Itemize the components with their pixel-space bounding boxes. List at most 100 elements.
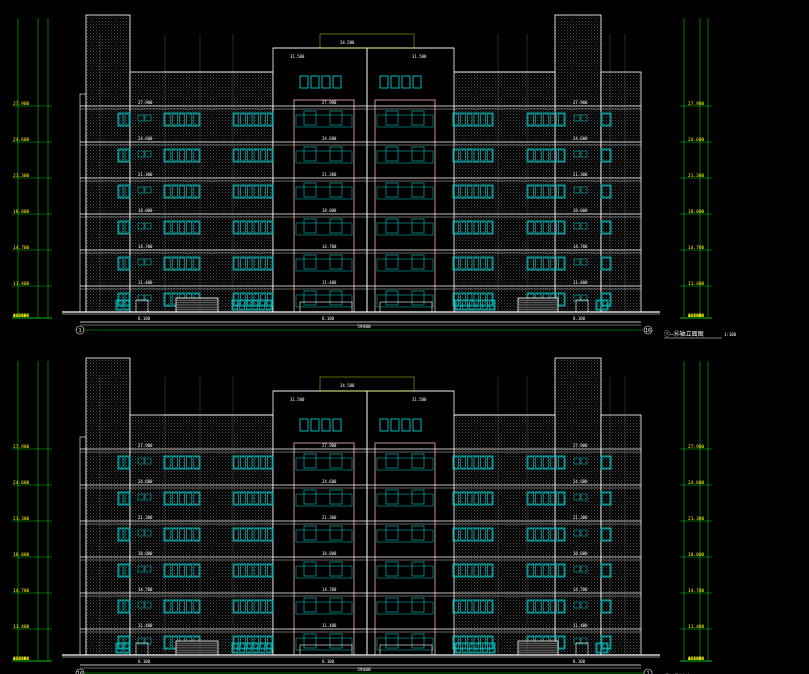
- window-pane: [266, 300, 272, 310]
- floor-elevation-mark: 14.700: [138, 244, 153, 249]
- railing: [295, 529, 353, 543]
- window-band: [452, 599, 494, 614]
- stair-top-window: [321, 418, 331, 432]
- window-pane: [260, 564, 266, 577]
- window-pane: [246, 643, 252, 653]
- stair-window: [303, 633, 317, 649]
- vent-window: [137, 114, 145, 122]
- window-pane: [480, 293, 486, 306]
- level-label-left: 14.700: [13, 245, 30, 251]
- stair-top-window: [379, 75, 389, 89]
- window-pane: [558, 113, 565, 126]
- window-pane: [118, 564, 124, 577]
- window-pane: [240, 149, 246, 162]
- window-pane: [233, 149, 239, 162]
- floor-elevation-mark: 8.100: [573, 659, 586, 664]
- stair-top-window: [310, 75, 320, 89]
- window-pane: [260, 149, 266, 162]
- window-pane: [253, 257, 259, 270]
- stair-window: [303, 146, 317, 162]
- railing: [376, 565, 434, 579]
- floor-elevation-mark: 11.400: [138, 623, 153, 628]
- window-band: [115, 642, 131, 654]
- level-label-right: -0.150: [688, 656, 705, 662]
- window-pane: [480, 113, 486, 126]
- window-pane: [240, 564, 246, 577]
- dimension-chain-right: [683, 18, 709, 318]
- level-label-left: 8.100: [13, 656, 27, 662]
- window-pane: [260, 293, 266, 306]
- floor-elevation-mark: 14.700: [322, 244, 337, 249]
- level-label-left: 21.300: [13, 173, 30, 179]
- roof-callout: [319, 33, 415, 49]
- window-frame: [454, 642, 496, 654]
- window-pane: [460, 528, 466, 541]
- floor-elevation-mark: 24.600: [573, 136, 588, 141]
- stair-window: [411, 218, 425, 234]
- window-pane: [267, 185, 273, 198]
- floor-elevation-mark: 11.400: [573, 623, 588, 628]
- stair-window: [385, 561, 399, 577]
- window-frame: [117, 563, 131, 578]
- window-pane: [267, 600, 273, 613]
- window-band: [452, 148, 494, 163]
- window-pane: [527, 257, 534, 270]
- end-tower-left: [85, 14, 131, 313]
- window-pane: [558, 564, 565, 577]
- railing: [376, 114, 434, 128]
- wing-left: [129, 71, 274, 313]
- window-frame: [595, 299, 609, 311]
- stair-window: [411, 146, 425, 162]
- level-label-right: 8.100: [688, 656, 702, 662]
- level-label-left: 27.900: [13, 101, 30, 107]
- window-band: [452, 112, 494, 127]
- wing-right: [452, 71, 556, 313]
- window-pane: [118, 636, 124, 649]
- window-pane: [123, 300, 130, 310]
- window-pane: [480, 456, 486, 469]
- window-band: [454, 642, 496, 654]
- window-pane: [247, 636, 253, 649]
- window-pane: [247, 600, 253, 613]
- window-pane: [171, 456, 178, 469]
- stair-window: [329, 110, 343, 126]
- window-frame: [600, 455, 612, 470]
- level-label-left: ±0.000: [13, 656, 30, 662]
- wing-far-left: [79, 93, 87, 313]
- roof-elevation-mark: 31.500: [290, 397, 305, 402]
- window-frame: [115, 299, 131, 311]
- window-pane: [252, 300, 258, 310]
- window-frame: [600, 563, 612, 578]
- window-pane: [473, 149, 479, 162]
- window-frame: [452, 635, 494, 650]
- level-label-right: 21.300: [688, 173, 705, 179]
- window-pane: [596, 300, 602, 310]
- window-pane: [473, 600, 479, 613]
- floor-elevation-mark: 8.100: [138, 316, 151, 321]
- window-pane: [186, 113, 193, 126]
- dimension-chain-right: [683, 361, 709, 661]
- vent-window: [137, 601, 145, 609]
- window-frame: [231, 642, 273, 654]
- window-pane: [475, 643, 481, 653]
- window-pane: [124, 528, 130, 541]
- vent-window: [144, 222, 152, 230]
- window-pane: [453, 185, 459, 198]
- window-pane: [473, 257, 479, 270]
- window-pane: [550, 185, 557, 198]
- floor-elevation-mark: 11.400: [322, 623, 337, 628]
- level-label-right: 18.000: [688, 552, 705, 558]
- window-pane: [186, 221, 193, 234]
- window-pane: [535, 492, 542, 505]
- window-pane: [186, 456, 193, 469]
- floor-elevation-mark: 21.300: [322, 172, 337, 177]
- window-pane: [267, 221, 273, 234]
- window-pane: [487, 185, 493, 198]
- floor-elevation-mark: 14.700: [573, 244, 588, 249]
- vent-window: [580, 114, 588, 122]
- window-pane: [179, 113, 185, 126]
- floor-elevation-mark: 14.700: [138, 587, 153, 592]
- window-pane: [118, 221, 124, 234]
- window-pane: [247, 528, 253, 541]
